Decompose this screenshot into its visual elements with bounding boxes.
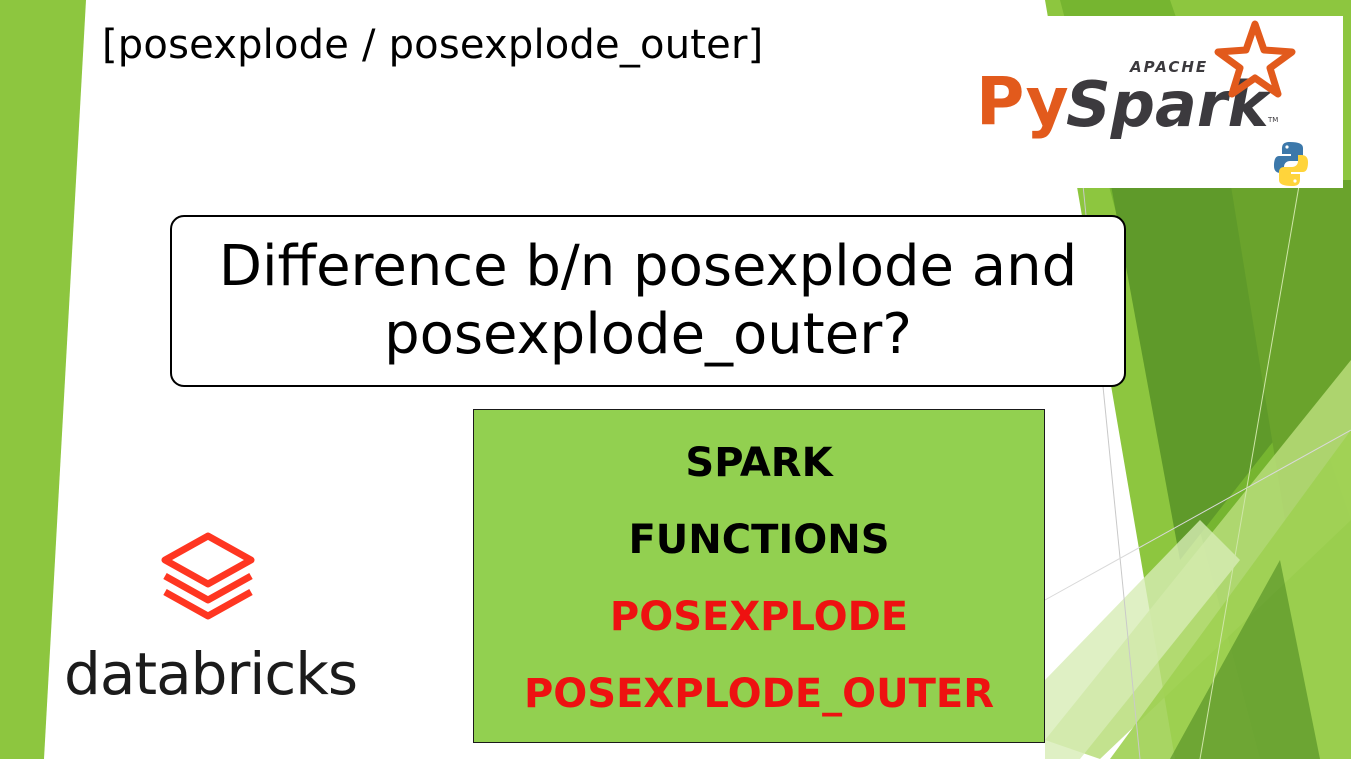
python-icon (1274, 142, 1308, 186)
pyspark-spark-text: Spark (1066, 68, 1272, 141)
pyspark-logo: Py Spark APACHE TM (960, 16, 1343, 188)
pyspark-apache-text: APACHE (1129, 58, 1208, 76)
topic-spark: SPARK (685, 439, 833, 486)
left-green-band (0, 0, 86, 759)
spark-star-icon (1214, 20, 1296, 98)
question-line-1: Difference b/n posexplode and (218, 234, 1078, 299)
topic-functions: FUNCTIONS (628, 516, 890, 563)
right-green-shape-3 (1110, 180, 1290, 560)
databricks-wordmark: databricks (64, 640, 358, 708)
decor-line-3 (1199, 179, 1301, 759)
topic-posexplode-outer: POSEXPLODE_OUTER (523, 670, 995, 717)
topic-box: SPARK FUNCTIONS POSEXPLODE POSEXPLODE_OU… (473, 409, 1045, 743)
databricks-logo (60, 530, 370, 710)
right-dark-shape (1170, 560, 1320, 759)
right-pale-shape (1045, 520, 1240, 759)
pyspark-py-text: Py (976, 63, 1069, 140)
decor-line-2 (1044, 429, 1351, 601)
pyspark-tm-text: TM (1267, 116, 1278, 124)
top-title: [posexplode / posexplode_outer] (102, 22, 764, 68)
question-box: Difference b/n posexplode and posexplode… (170, 215, 1126, 387)
databricks-stack-icon (161, 532, 255, 620)
topic-posexplode: POSEXPLODE (609, 593, 909, 640)
question-line-2: posexplode_outer? (384, 302, 912, 367)
